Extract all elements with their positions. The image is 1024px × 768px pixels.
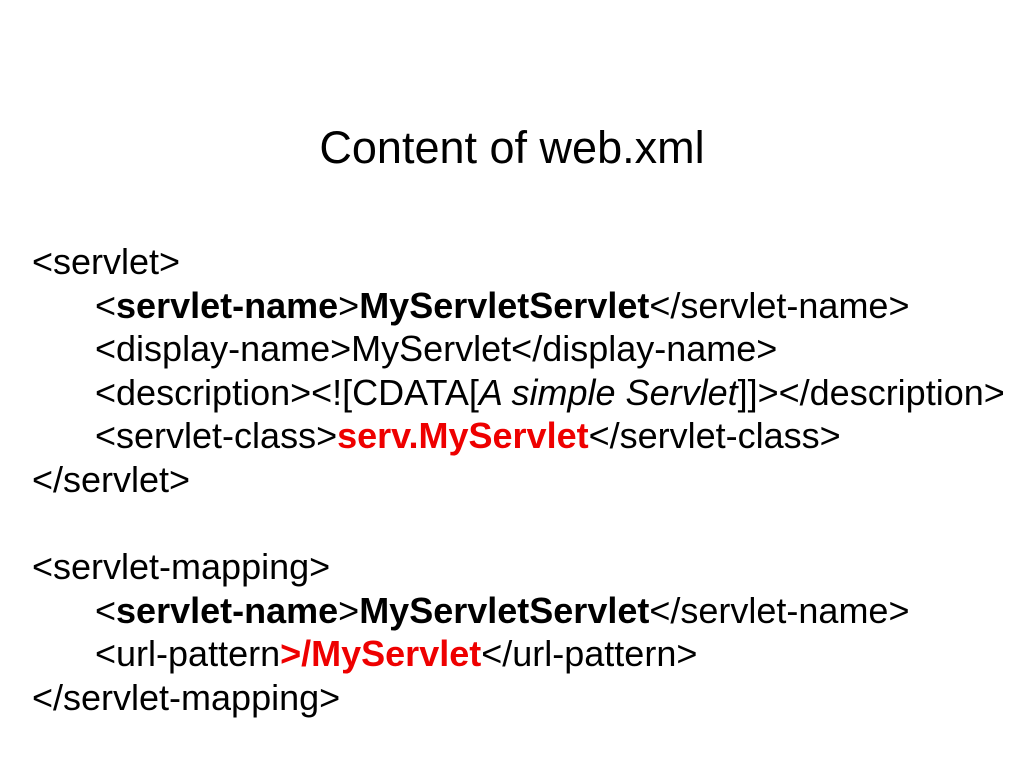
code-segment: serv.MyServlet — [337, 415, 589, 457]
slide-title: Content of web.xml — [319, 122, 705, 173]
code-line — [32, 502, 1014, 546]
code-segment: <servlet> — [32, 241, 181, 282]
code-segment: ]]></description> — [737, 371, 1005, 413]
code-segment: <description><![CDATA[ — [95, 371, 479, 413]
code-segment: <display-name>MyServlet</display-name> — [95, 328, 778, 370]
code-line: <servlet-name>MyServletServlet</servlet-… — [32, 284, 1014, 328]
code-segment: </servlet-name> — [649, 284, 910, 326]
code-line: <servlet-name>MyServletServlet</servlet-… — [32, 589, 1014, 633]
code-segment: </url-pattern> — [481, 633, 698, 675]
code-segment: servlet-name — [116, 589, 339, 631]
code-line: <description><![CDATA[A simple Servlet]]… — [32, 371, 1014, 415]
code-line: <url-pattern>/MyServlet</url-pattern> — [32, 632, 1014, 676]
code-segment: MyServletServlet — [359, 589, 650, 631]
code-segment: > — [338, 284, 360, 326]
code-segment: < — [95, 589, 117, 631]
code-segment: >/MyServlet — [280, 633, 482, 675]
code-segment: A simple Servlet — [478, 371, 738, 413]
code-segment: </servlet> — [32, 458, 191, 500]
code-segment: servlet-name — [116, 284, 339, 326]
code-segment: </servlet-class> — [588, 415, 841, 457]
code-segment: <url-pattern — [95, 633, 281, 675]
code-segment: <servlet-mapping> — [32, 546, 331, 588]
code-block: <servlet><servlet-name>MyServletServlet<… — [32, 240, 1014, 720]
code-segment: </servlet-name> — [649, 589, 910, 631]
code-line: <display-name>MyServlet</display-name> — [32, 327, 1014, 371]
code-line: <servlet-mapping> — [32, 545, 1014, 589]
code-segment: MyServletServlet — [359, 284, 650, 326]
code-line: </servlet-mapping> — [32, 676, 1014, 720]
code-line: <servlet-class>serv.MyServlet</servlet-c… — [32, 414, 1014, 458]
code-segment: <servlet-class> — [95, 415, 338, 457]
code-segment: < — [95, 284, 117, 326]
code-line: </servlet> — [32, 458, 1014, 502]
code-segment: </servlet-mapping> — [32, 676, 341, 718]
code-segment: > — [338, 589, 360, 631]
code-line: <servlet> — [32, 240, 1014, 284]
